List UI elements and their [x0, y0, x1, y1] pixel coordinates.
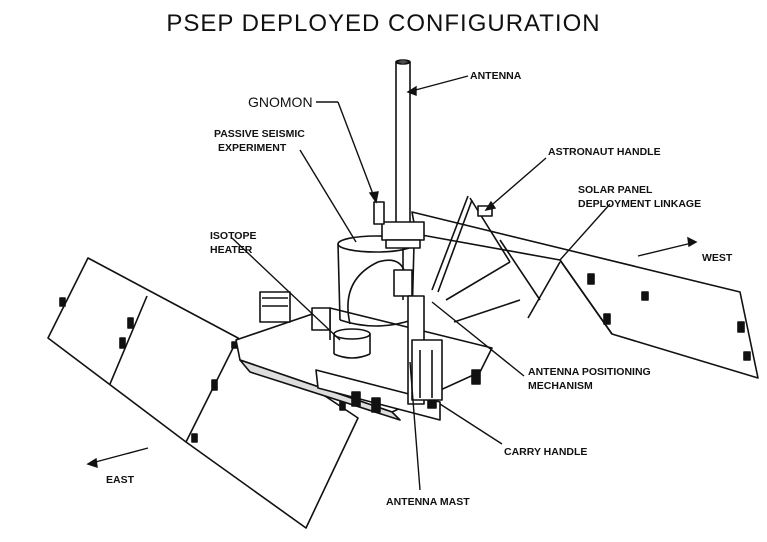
label-antenna-positioning-2: MECHANISM	[528, 380, 593, 392]
label-solar-panel-1: SOLAR PANEL	[578, 184, 653, 196]
label-antenna: ANTENNA	[470, 70, 522, 82]
leader-antenna-positioning	[431, 301, 525, 377]
leader-antenna-mast	[409, 361, 421, 491]
antenna-assembly	[381, 59, 443, 405]
heater-cable	[347, 259, 405, 325]
leader-carry-handle	[439, 403, 503, 445]
isotope-heater-unit	[333, 328, 371, 359]
leader-antenna	[406, 75, 469, 97]
label-west: WEST	[702, 252, 733, 264]
label-solar-panel-2: DEPLOYMENT LINKAGE	[578, 198, 702, 210]
east-solar-panel	[47, 257, 359, 529]
label-isotope-2: HEATER	[210, 244, 253, 256]
label-isotope-1: ISOTOPE	[210, 230, 257, 242]
east-arrow	[86, 447, 149, 469]
label-carry-handle: CARRY HANDLE	[504, 446, 588, 458]
label-antenna-mast: ANTENNA MAST	[386, 496, 470, 508]
label-passive-seismic-1: PASSIVE SEISMIC	[214, 128, 305, 140]
label-passive-seismic-2: EXPERIMENT	[218, 142, 287, 154]
leader-gnomon	[316, 101, 379, 204]
leader-solar-panel-linkage	[559, 203, 611, 261]
leader-isotope-heater	[231, 237, 341, 341]
label-antenna-positioning-1: ANTENNA POSITIONING	[528, 366, 651, 378]
gnomon	[373, 201, 385, 225]
leader-passive-seismic	[299, 149, 357, 243]
west-arrow	[637, 236, 698, 257]
deployment-linkage	[431, 195, 561, 323]
label-gnomon: GNOMON	[248, 94, 313, 110]
label-east: EAST	[106, 474, 135, 486]
label-astronaut-handle: ASTRONAUT HANDLE	[548, 146, 661, 158]
west-solar-panel	[411, 211, 759, 379]
leader-astronaut-handle	[484, 157, 547, 212]
page-title: PSEP DEPLOYED CONFIGURATION	[166, 10, 601, 37]
